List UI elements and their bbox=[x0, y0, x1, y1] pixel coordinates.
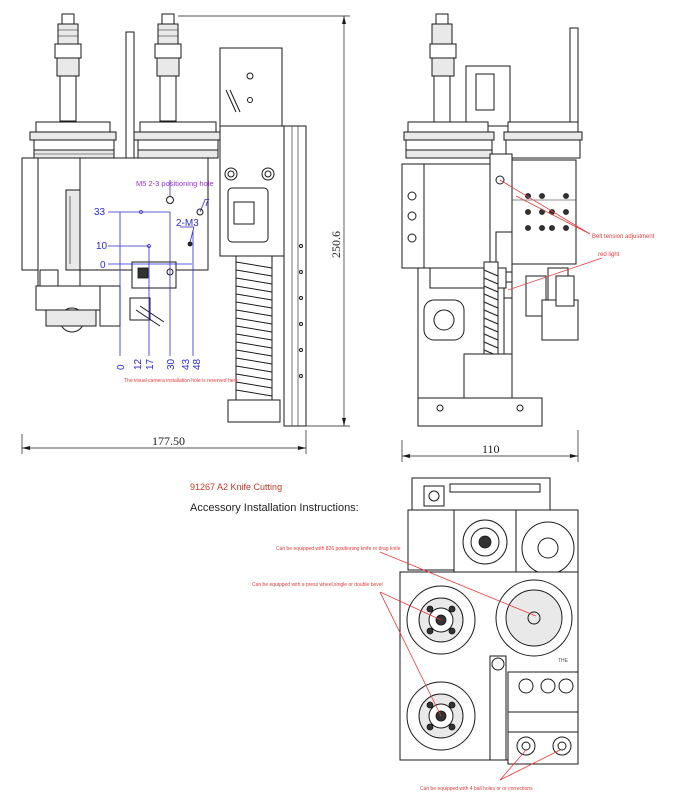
x-label-43: 43 bbox=[181, 358, 192, 370]
bolt-grid bbox=[525, 193, 569, 231]
bottom-view: THE Can be equipped with 826 positioning… bbox=[252, 477, 579, 792]
top-right-label: 7 bbox=[204, 198, 210, 209]
left-view: 33 10 0 7 2-M3 0 12 17 30 43 48 M5 2-3 p… bbox=[21, 13, 350, 454]
left-fitting-2 bbox=[154, 13, 182, 122]
x-label-17: 17 bbox=[145, 358, 156, 370]
x-label-30: 30 bbox=[166, 358, 177, 370]
camera-note: The visual camera installation hole is r… bbox=[124, 378, 238, 384]
right-view: 110 Belt tension adjustment red light bbox=[401, 13, 655, 462]
thread-label: 2-M3 bbox=[176, 218, 199, 229]
positioning-hole-label: M5 2-3 positioning hole bbox=[136, 179, 214, 188]
document-title: 91267 A2 Knife Cutting bbox=[190, 482, 283, 492]
drag-knife-note: Can be equipped with 826 positioning kni… bbox=[276, 546, 401, 552]
press-wheel-note: Can be equipped with a press wheel,singl… bbox=[252, 582, 383, 588]
machine-mark: THE bbox=[558, 658, 569, 664]
height-dimension-left: 250.6 bbox=[329, 231, 343, 258]
left-fitting-1 bbox=[54, 13, 82, 122]
y-label-33: 33 bbox=[94, 207, 106, 218]
x-label-0: 0 bbox=[116, 364, 127, 370]
width-dimension-left: 177.50 bbox=[152, 434, 185, 448]
y-label-10: 10 bbox=[96, 241, 108, 252]
width-dimension-right: 110 bbox=[482, 442, 500, 456]
lead-screw bbox=[227, 255, 281, 423]
x-label-48: 48 bbox=[192, 358, 203, 370]
document-subtitle: Accessory Installation Instructions: bbox=[190, 502, 359, 514]
y-label-0: 0 bbox=[100, 260, 106, 271]
bottom-accessory-note: Can be equipped with 4 ball holes or or … bbox=[420, 786, 533, 792]
x-label-12: 12 bbox=[133, 358, 144, 370]
red-light-note: red light bbox=[598, 252, 620, 258]
belt-tension-note: Belt tension adjustment bbox=[592, 234, 655, 240]
